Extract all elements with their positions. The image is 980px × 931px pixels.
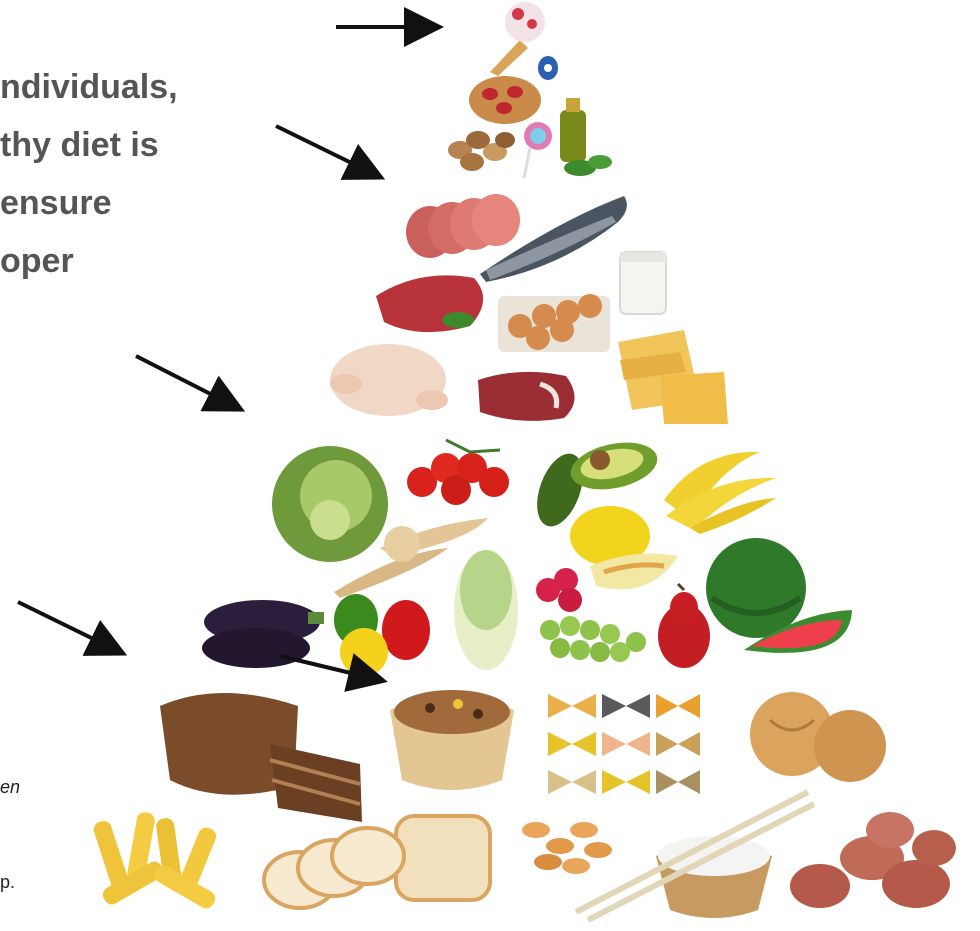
- milk-icon: [619, 251, 667, 315]
- bananas-icon: [664, 451, 776, 534]
- fusilli-pasta-icon: [93, 812, 217, 909]
- muesli-bowl-icon: [390, 690, 514, 790]
- tier-2-protein-dairy: [330, 194, 728, 424]
- intro-text-line-1: ndividuals,: [0, 68, 178, 106]
- tier-3-fruits-vegetables: [202, 438, 852, 676]
- raspberries-icon: [536, 568, 582, 612]
- bowtie-pasta-icon: [548, 694, 700, 794]
- footnote-italic: en: [0, 777, 21, 797]
- tier-4-grains: [93, 690, 956, 923]
- ice-cream-cone-icon: [490, 2, 545, 76]
- cabbage-icon: [272, 446, 388, 562]
- intro-text-line-4: oper: [0, 242, 74, 280]
- sliced-bread-icon: [262, 814, 492, 910]
- watermelon-icon: [706, 538, 852, 653]
- chicken-icon: [330, 344, 448, 416]
- pear-icon: [658, 582, 710, 668]
- nuts-icon: [448, 131, 515, 171]
- pastry-icon: [469, 76, 541, 124]
- beef-icon: [376, 275, 484, 333]
- eggs-icon: [498, 294, 610, 352]
- fish-icon: [480, 196, 627, 282]
- rice-bowl-icon: [574, 789, 816, 923]
- peppers-icon: [334, 594, 430, 676]
- basil-icon: [564, 155, 612, 176]
- lollipop-icon: [522, 122, 552, 179]
- napa-cabbage-icon: [454, 550, 518, 670]
- intro-text-line-2: thy diet is: [0, 126, 159, 164]
- grapes-icon: [540, 616, 646, 662]
- cheese-icon: [618, 330, 728, 424]
- footnote-regular: p.: [0, 872, 16, 892]
- potatoes-icon: [790, 812, 956, 908]
- bread-rolls-icon: [750, 692, 886, 782]
- intro-text-line-3: ensure: [0, 184, 112, 222]
- ham-icon: [406, 194, 520, 258]
- eggplant-icon: [202, 600, 324, 668]
- intro-text-block: ndividuals, thy diet is ensure oper: [0, 58, 320, 290]
- candy-icon: [538, 56, 558, 80]
- crackers-icon: [522, 822, 612, 874]
- olive-oil-icon: [560, 98, 586, 162]
- melon-icon: [570, 506, 678, 590]
- tomatoes-icon: [407, 438, 509, 505]
- parsnips-icon: [334, 518, 488, 598]
- steak-icon: [478, 371, 575, 421]
- tier-1-sweets-fats: [448, 2, 612, 179]
- bread-loaf-icon: [160, 693, 362, 822]
- avocado-icon: [537, 442, 658, 527]
